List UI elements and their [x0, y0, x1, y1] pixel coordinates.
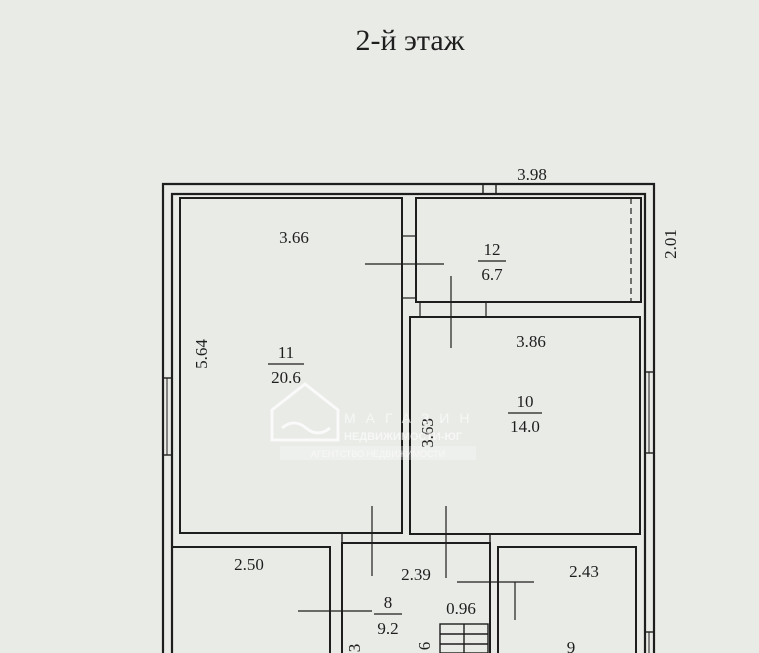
room-8-area: 9.2: [377, 619, 398, 638]
exterior-walls: [161, 182, 656, 653]
room-9-width: 2.43: [569, 562, 599, 581]
room-12-area: 6.7: [481, 265, 503, 284]
room-12: 3.98 2.01 12 6.7: [365, 165, 680, 348]
room-9: 2.43 9: [457, 546, 654, 653]
room-8-number: 8: [384, 593, 393, 612]
watermark-line1: МАГАЗИН: [344, 410, 479, 426]
room-10: 3.86 3.63 10 14.0: [409, 316, 654, 535]
watermark-line2: НЕДВИЖИМОСТИ-ЮГ: [344, 431, 463, 443]
agency-watermark: МАГАЗИН НЕДВИЖИМОСТИ-ЮГ АГЕНТСТВО НЕДВИЖ…: [270, 382, 479, 460]
room-12-number: 12: [484, 240, 501, 259]
room-left-bottom-width: 2.50: [234, 555, 264, 574]
room-10-number: 10: [517, 392, 534, 411]
floor-title: 2-й этаж: [356, 24, 465, 57]
room-11: 3.66 5.64 11 20.6: [163, 197, 403, 534]
room-8-extra: 0.96: [446, 599, 476, 618]
room-11-number: 11: [278, 343, 294, 362]
room-12-width: 3.98: [517, 165, 547, 184]
room-left-bottom: 2.50 3: [171, 546, 364, 653]
watermark-line3: АГЕНТСТВО НЕДВИЖИМОСТИ: [311, 449, 445, 459]
room-10-width: 3.86: [516, 332, 546, 351]
room-left-partial-label: 3: [345, 644, 364, 653]
house-handshake-icon: [270, 382, 340, 442]
staircase: [439, 623, 489, 653]
room-11-length: 5.64: [192, 339, 211, 369]
room-8-width: 2.39: [401, 565, 431, 584]
room-8: 2.39 8 9.2 0.96 6: [298, 506, 491, 653]
room-12-length: 2.01: [661, 229, 680, 259]
room-10-area: 14.0: [510, 417, 540, 436]
room-10-length: 3.63: [418, 418, 437, 448]
room-11-width: 3.66: [279, 228, 309, 247]
room-9-number: 9: [567, 638, 576, 653]
room-11-area: 20.6: [271, 368, 301, 387]
stair-partial-label: 6: [415, 642, 434, 651]
